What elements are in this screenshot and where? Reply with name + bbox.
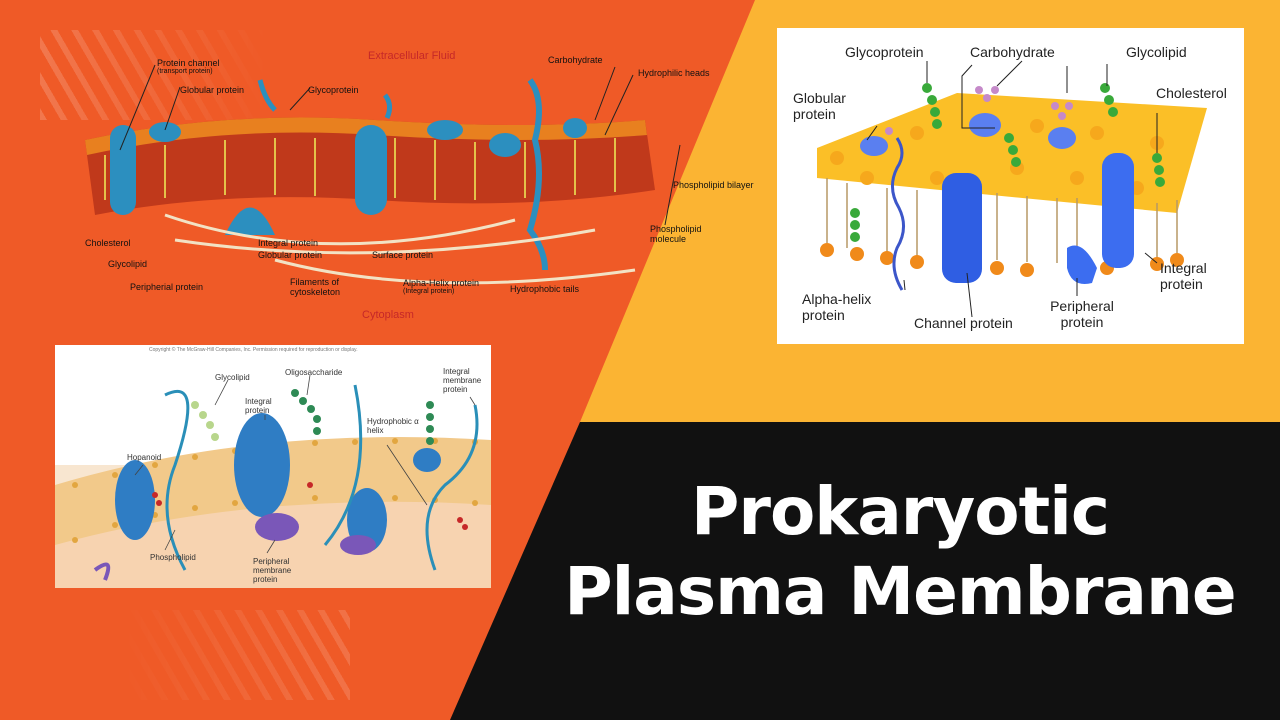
- black-region: [450, 422, 1280, 720]
- label-carbohydrate-right: Carbohydrate: [970, 44, 1055, 60]
- label-globular-protein-right: Globular protein: [793, 90, 846, 123]
- label-glycolipid-bottom: Glycolipid: [215, 373, 250, 382]
- page-title: Prokaryotic Plasma Membrane: [520, 472, 1280, 632]
- label-extracellular-fluid: Extracellular Fluid: [368, 50, 456, 62]
- label-protein-channel-sub: (transport protein): [157, 68, 213, 76]
- title-line-1: Prokaryotic: [691, 473, 1110, 550]
- label-phospholipid-bilayer: Phospholipid bilayer: [673, 180, 754, 190]
- label-protein-channel: Protein channel (transport protein): [157, 58, 220, 76]
- label-alpha-helix: Alpha-Helix protein (Integral protein): [403, 278, 479, 296]
- label-cytoplasm: Cytoplasm: [362, 309, 414, 321]
- label-cholesterol: Cholesterol: [85, 238, 131, 248]
- label-filaments: Filaments of cytoskeleton: [290, 277, 341, 298]
- label-carbohydrate: Carbohydrate: [548, 55, 603, 65]
- label-cholesterol-right: Cholesterol: [1156, 85, 1227, 101]
- label-glycoprotein: Glycoprotein: [308, 85, 359, 95]
- label-peripheral-membrane-protein: Peripheral membrane protein: [253, 557, 292, 585]
- membrane-diagram-bottom-left: Copyright © The McGraw-Hill Companies, I…: [55, 345, 491, 588]
- label-integral-membrane-protein: Integral membrane protein: [443, 367, 482, 395]
- label-surface-protein: Surface protein: [372, 250, 434, 260]
- label-glycolipid-right: Glycolipid: [1126, 44, 1187, 60]
- label-phospholipid: Phospholipid: [150, 553, 196, 562]
- label-peripheral-protein: Peripherial protein: [130, 282, 204, 292]
- label-hydrophobic-tails: Hydrophobic tails: [510, 284, 580, 294]
- label-hopanoid: Hopanoid: [127, 453, 162, 462]
- label-integral-protein-bottom: Integral protein: [245, 397, 272, 416]
- label-integral-protein: Integral protein: [258, 238, 319, 248]
- hatch-decoration-top: [40, 30, 270, 120]
- label-hydrophobic-helix: Hydrophobic α helix: [367, 417, 419, 436]
- label-globular-protein-2: Globular protein: [258, 250, 323, 260]
- label-glycoprotein-right: Glycoprotein: [845, 44, 924, 60]
- bottom-diagram-art: [55, 345, 491, 588]
- label-oligosaccharide: Oligosaccharide: [285, 368, 343, 377]
- label-alpha-helix-right: Alpha-helix protein: [802, 291, 872, 324]
- copyright-text: Copyright © The McGraw-Hill Companies, I…: [149, 347, 358, 353]
- label-alpha-helix-sub: (Integral protein): [403, 288, 455, 296]
- title-line-2: Plasma Membrane: [564, 553, 1236, 630]
- label-phospholipid-molecule: Phospholipid molecule: [650, 224, 702, 245]
- label-peripheral-protein-right: Peripheral protein: [1050, 298, 1114, 331]
- label-integral-protein-right: Integral protein: [1160, 260, 1207, 293]
- membrane-diagram-top-left: [85, 64, 681, 285]
- label-globular-protein: Globular protein: [180, 85, 245, 95]
- label-alpha-helix-title: Alpha-Helix protein: [403, 278, 480, 288]
- label-protein-channel-title: Protein channel: [157, 58, 220, 68]
- label-glycolipid: Glycolipid: [108, 259, 148, 269]
- label-channel-protein-right: Channel protein: [914, 315, 1013, 331]
- hatch-decoration-bottom: [120, 610, 350, 700]
- right-diagram-art: [817, 60, 1207, 318]
- membrane-diagram-right: Glycoprotein Carbohydrate Glycolipid Glo…: [777, 28, 1244, 344]
- label-hydrophilic-heads: Hydrophilic heads: [638, 68, 710, 78]
